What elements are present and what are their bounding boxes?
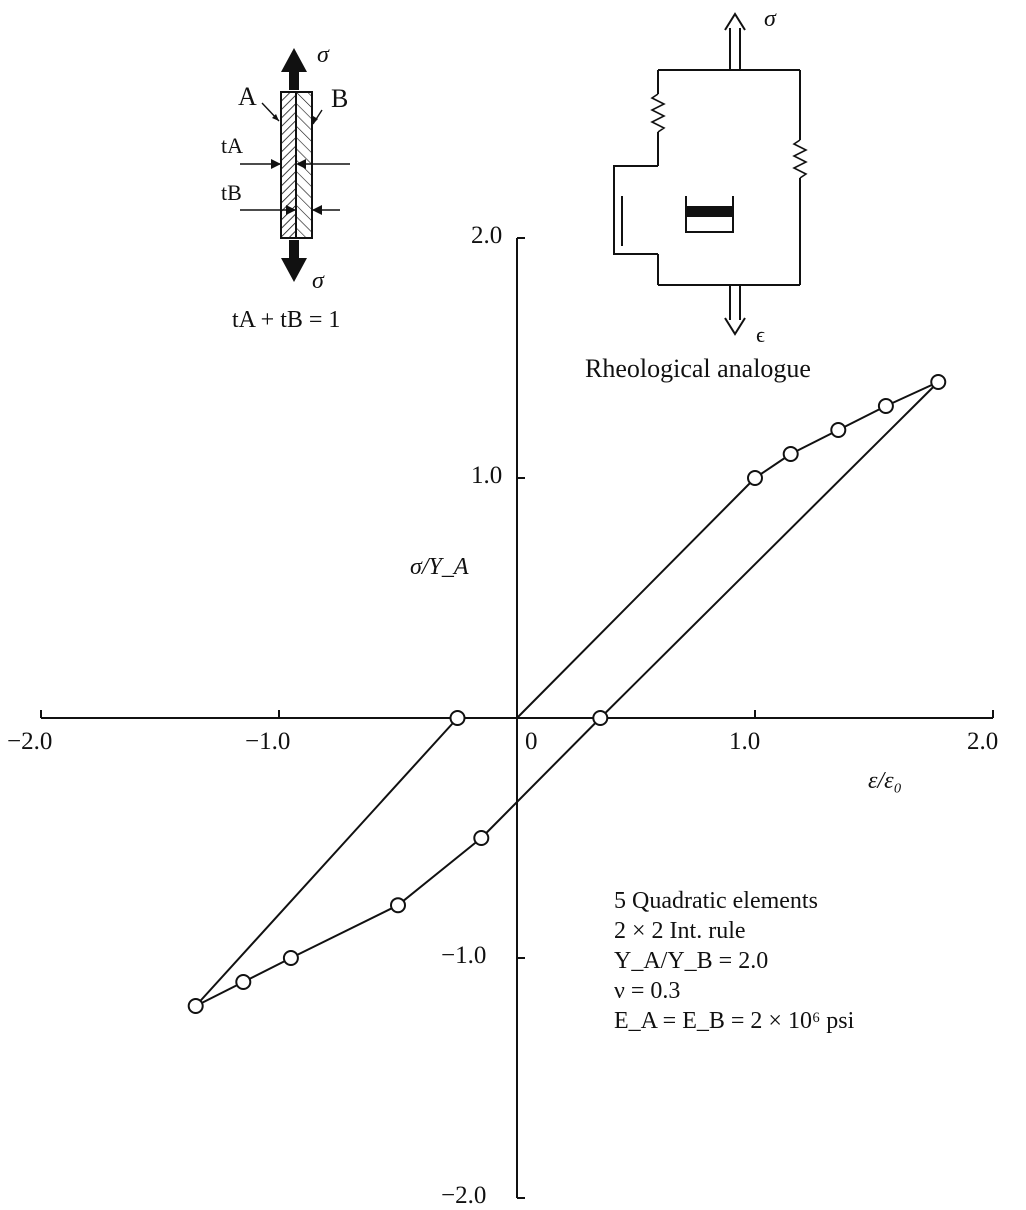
annotation-line: E_A = E_B = 2 × 10⁶ psi xyxy=(614,1008,855,1034)
data-point xyxy=(747,470,763,486)
data-point xyxy=(390,897,406,914)
specimen-sigma-top: σ xyxy=(317,42,329,68)
series-line-outer xyxy=(194,381,939,1007)
tb-dimension xyxy=(240,205,340,215)
annotation-line: ν = 0.3 xyxy=(614,978,681,1004)
data-point xyxy=(473,830,490,846)
rheo-bottom-arrow xyxy=(724,285,746,336)
marker-layer xyxy=(187,374,947,1014)
x-tick-label: 0 xyxy=(525,728,538,755)
x-axis-label: ε/ε₀ xyxy=(868,768,902,794)
specimen-sketch xyxy=(240,48,350,282)
specimen-sigma-bottom: σ xyxy=(312,268,324,294)
data-point xyxy=(930,374,947,390)
y-tick-label: 2.0 xyxy=(471,222,503,249)
specimen-relation: tA + tB = 1 xyxy=(232,307,341,333)
specimen-label-b: B xyxy=(331,84,349,113)
rheo-caption: Rheological analogue xyxy=(585,354,811,383)
specimen-t-a: tA xyxy=(221,133,243,158)
data-point xyxy=(830,422,847,438)
annotation-block: 5 Quadratic elements 2 × 2 Int. rule Y_A… xyxy=(614,886,854,1036)
rheo-top-arrow xyxy=(724,12,746,70)
rheo-sigma: σ xyxy=(764,6,776,32)
annotation-line: Y_A/Y_B = 2.0 xyxy=(614,948,769,974)
data-point xyxy=(592,710,609,726)
annotation-line: 5 Quadratic elements xyxy=(614,888,818,914)
y-tick-label: 1.0 xyxy=(471,462,503,489)
data-point xyxy=(877,398,894,414)
data-point xyxy=(282,950,299,966)
specimen-label-a: A xyxy=(238,82,257,111)
rheo-epsilon: ϵ xyxy=(756,322,765,347)
data-point xyxy=(782,446,799,462)
x-tick-label: 1.0 xyxy=(729,728,761,755)
y-tick-label: −1.0 xyxy=(441,942,487,969)
sigma-top-arrow xyxy=(281,48,307,90)
x-tick-label: 2.0 xyxy=(967,728,999,755)
y-axis-label: σ/Y_A xyxy=(410,554,469,580)
sigma-bottom-arrow xyxy=(281,240,307,282)
ta-dimension xyxy=(240,159,350,169)
data-point xyxy=(235,974,252,990)
x-tick-label: −2.0 xyxy=(7,728,53,755)
data-point xyxy=(449,710,466,726)
layer-a xyxy=(280,91,297,239)
rheological-sketch xyxy=(613,12,808,336)
data-point xyxy=(187,998,204,1014)
x-tick-label: −1.0 xyxy=(245,728,291,755)
specimen-t-b: tB xyxy=(221,180,242,205)
annotation-line: 2 × 2 Int. rule xyxy=(614,918,746,944)
y-tick-label: −2.0 xyxy=(441,1182,487,1209)
